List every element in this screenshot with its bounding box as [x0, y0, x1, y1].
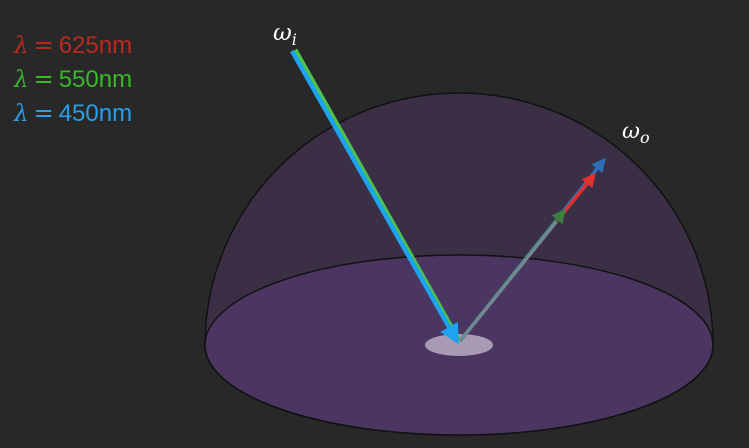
omega-o-label: ωo: [622, 119, 650, 147]
legend-item-red: λ=625nm: [14, 29, 132, 63]
omega-o-base: ω: [622, 119, 640, 144]
omega-o-subscript: o: [640, 128, 650, 147]
lambda-symbol: λ: [14, 33, 29, 59]
equals-sign: =: [33, 99, 54, 127]
legend-item-green: λ=550nm: [14, 63, 132, 97]
omega-i-subscript: i: [292, 30, 297, 49]
omega-i-label: ωi: [273, 20, 297, 49]
incoming-ray: [290, 49, 460, 345]
legend-item-blue: λ=450nm: [14, 97, 132, 131]
wavelength-value: 625nm: [58, 32, 133, 59]
wavelength-value: 450nm: [58, 100, 133, 127]
equals-sign: =: [33, 31, 54, 59]
wavelength-value: 550nm: [58, 66, 133, 93]
equals-sign: =: [33, 65, 54, 93]
omega-i-base: ω: [273, 20, 292, 46]
lambda-symbol: λ: [14, 67, 29, 93]
lambda-symbol: λ: [14, 101, 29, 127]
wavelength-legend: λ=625nm λ=550nm λ=450nm: [14, 29, 132, 131]
outgoing-ray: [458, 220, 558, 343]
